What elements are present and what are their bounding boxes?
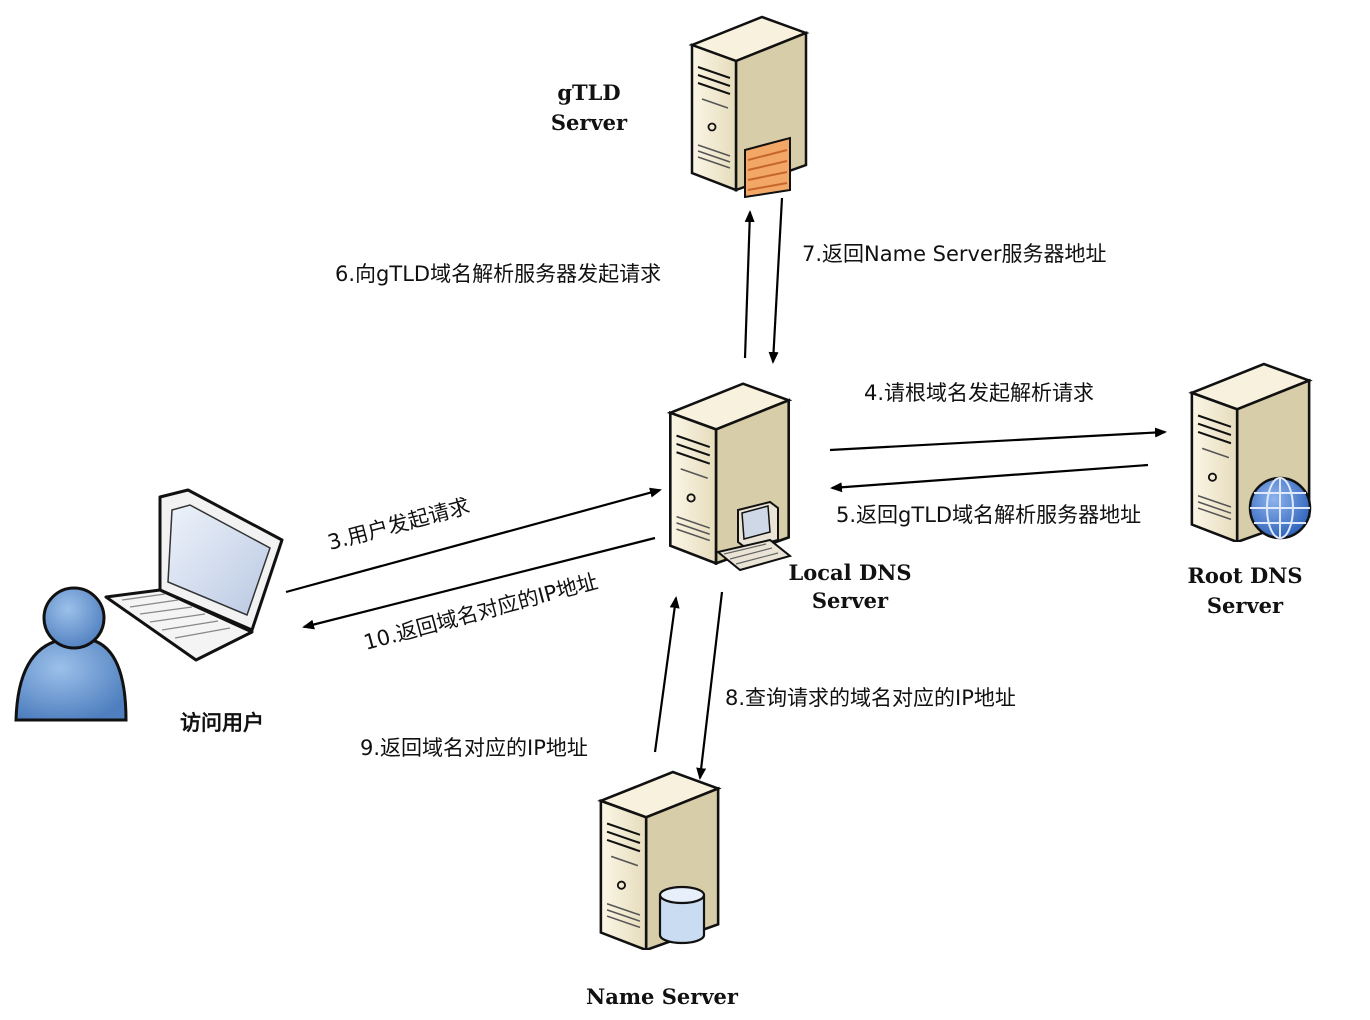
gtld-label-line2: Server bbox=[551, 110, 628, 135]
laptop-icon bbox=[104, 488, 284, 662]
workstation-icon bbox=[715, 500, 793, 572]
user-label: 访问用户 bbox=[180, 711, 264, 735]
arrow-8-query-ip bbox=[696, 591, 724, 780]
edge-label-6: 6.向gTLD域名解析服务器发起请求 bbox=[335, 262, 661, 286]
root-dns-label-line1: Root DNS bbox=[1187, 563, 1302, 588]
local-dns-label-line2: Server bbox=[812, 588, 889, 613]
edge-label-4: 4.请根域名发起解析请求 bbox=[864, 381, 1094, 405]
arrow-3-user-request bbox=[285, 487, 662, 594]
name-server-label: Name Server bbox=[586, 984, 739, 1009]
edge-label-8: 8.查询请求的域名对应的IP地址 bbox=[725, 686, 1016, 710]
root-dns-label-line2: Server bbox=[1207, 593, 1284, 618]
arrow-7-return-name-server bbox=[768, 197, 784, 364]
edge-label-5: 5.返回gTLD域名解析服务器地址 bbox=[836, 503, 1141, 527]
local-dns-label-line1: Local DNS bbox=[788, 560, 911, 585]
arrow-6-gtld-request bbox=[743, 210, 755, 359]
edge-label-3: 3.用户发起请求 bbox=[325, 494, 472, 555]
edge-label-9: 9.返回域名对应的IP地址 bbox=[360, 736, 588, 760]
firewall-icon bbox=[744, 136, 791, 199]
arrow-10-return-ip-to-user bbox=[302, 536, 656, 630]
edge-arrows bbox=[285, 197, 1167, 780]
user-avatar-icon bbox=[14, 586, 128, 722]
arrow-5-return-gtld-address bbox=[830, 463, 1149, 493]
root-dns-server-node: Root DNS Server bbox=[1187, 362, 1312, 618]
arrow-9-return-ip bbox=[653, 596, 680, 753]
globe-icon bbox=[1248, 476, 1312, 540]
gtld-server-node: gTLD Server bbox=[551, 15, 808, 199]
user-node: 访问用户 bbox=[14, 488, 284, 735]
gtld-label-line1: gTLD bbox=[557, 80, 620, 105]
arrow-4-root-request bbox=[829, 427, 1167, 452]
local-dns-server-node: Local DNS Server bbox=[668, 382, 912, 613]
edge-label-7: 7.返回Name Server服务器地址 bbox=[802, 242, 1107, 266]
name-server-node: Name Server bbox=[586, 770, 739, 1009]
database-icon bbox=[658, 885, 706, 945]
